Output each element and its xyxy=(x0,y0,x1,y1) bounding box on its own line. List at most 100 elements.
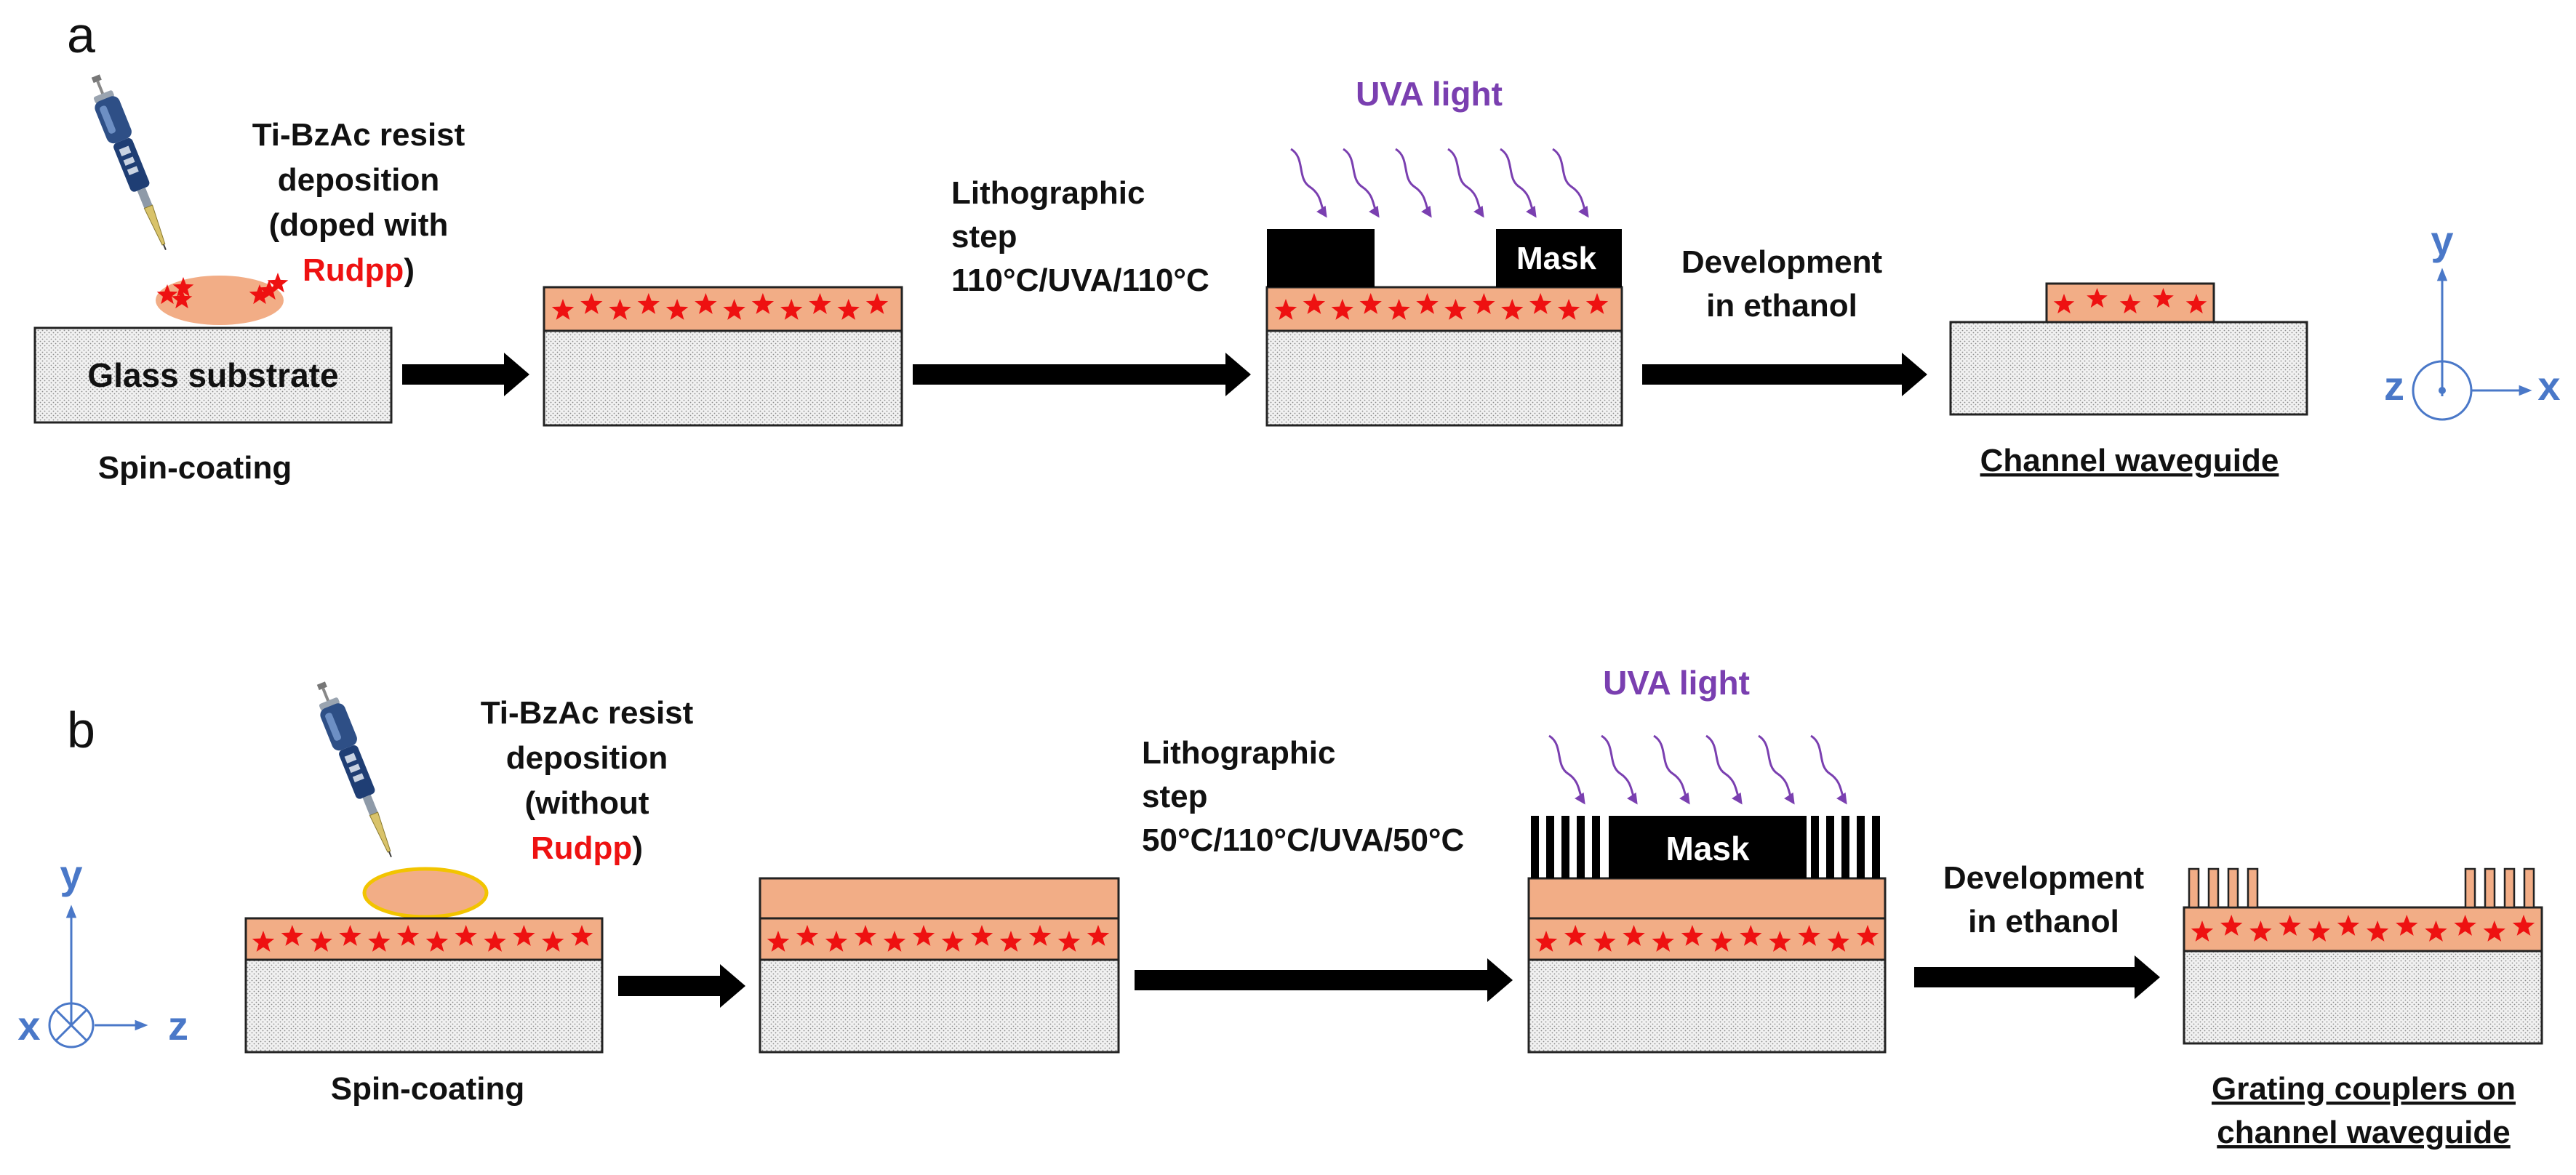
star-icon xyxy=(1444,299,1467,320)
dopant-label: Rudpp) xyxy=(531,830,643,866)
star-icon xyxy=(249,284,271,305)
dopant-stars xyxy=(252,925,593,952)
star-icon xyxy=(970,925,993,946)
mask-bar xyxy=(1841,816,1849,878)
litho-label-line3: 110°C/UVA/110°C xyxy=(951,262,1209,298)
mask-bar xyxy=(1826,816,1834,878)
photomask-right xyxy=(1496,229,1622,287)
axes-indicator: y x z xyxy=(17,851,188,1048)
star-icon xyxy=(1856,925,1879,946)
uva-ray-icon xyxy=(1290,148,1327,218)
star-icon xyxy=(1416,293,1439,314)
star-icon xyxy=(912,925,935,946)
panel-a-letter: a xyxy=(67,7,95,63)
star-icon xyxy=(665,299,689,320)
star-icon xyxy=(2396,915,2418,936)
deposition-label-line2: deposition xyxy=(506,740,668,776)
uva-ray-icon xyxy=(1705,734,1743,805)
dopant-stars xyxy=(2053,288,2207,314)
star-icon xyxy=(1028,925,1052,946)
star-icon xyxy=(883,931,906,952)
star-icon xyxy=(1557,299,1580,320)
star-icon xyxy=(1769,931,1791,952)
star-icon xyxy=(865,293,889,314)
grating-mask xyxy=(1531,816,1600,878)
star-icon xyxy=(2053,294,2075,314)
star-icon xyxy=(2087,288,2108,308)
star-icon xyxy=(570,925,593,946)
mask-bar xyxy=(1872,816,1880,878)
star-icon xyxy=(2119,294,2141,314)
star-icon xyxy=(780,299,803,320)
star-icon xyxy=(2366,921,2389,942)
grating-tooth xyxy=(2227,867,2239,909)
star-icon xyxy=(513,925,535,946)
litho-label-line1: Lithographic xyxy=(1142,735,1335,771)
star-icon xyxy=(854,925,877,946)
star-icon xyxy=(267,273,289,293)
process-arrow xyxy=(913,353,1251,396)
star-icon xyxy=(171,289,193,309)
development-label-line2: in ethanol xyxy=(1968,904,2119,939)
grating-tooth xyxy=(2247,867,2259,909)
star-icon xyxy=(2425,921,2447,942)
into-plane-icon xyxy=(48,1002,95,1048)
dopant-stars xyxy=(1535,925,1879,952)
uva-ray-icon xyxy=(1758,734,1795,805)
star-icon xyxy=(455,925,477,946)
litho-label-line3: 50°C/110°C/UVA/50°C xyxy=(1142,822,1464,858)
star-icon xyxy=(809,293,831,314)
axis-x-label: x xyxy=(2537,363,2560,409)
deposition-label-line3: (without xyxy=(524,785,649,821)
substrate xyxy=(1265,329,1623,427)
mask-bar xyxy=(1561,816,1569,878)
star-icon xyxy=(1388,299,1410,320)
star-icon xyxy=(1652,931,1674,952)
star-icon xyxy=(1681,925,1704,946)
star-icon xyxy=(837,299,860,320)
axis-x-label: x xyxy=(17,1003,40,1048)
star-icon xyxy=(1473,293,1495,314)
star-icon xyxy=(1087,925,1110,946)
uva-ray-icon xyxy=(1343,148,1380,218)
star-icon xyxy=(637,293,660,314)
star-icon xyxy=(1798,925,1820,946)
star-icon xyxy=(767,931,790,952)
process-arrow xyxy=(402,353,529,396)
process-arrow xyxy=(1642,353,1927,396)
grating-tooth xyxy=(2523,867,2535,909)
uva-rays xyxy=(1548,734,1847,805)
star-icon xyxy=(258,280,280,300)
uva-light-label: UVA light xyxy=(1356,75,1503,113)
star-icon xyxy=(1303,293,1326,314)
star-icon xyxy=(2191,921,2214,942)
star-icon xyxy=(723,299,745,320)
star-icon xyxy=(1331,299,1353,320)
substrate xyxy=(1949,321,2308,416)
deposition-label-line1: Ti-BzAc resist xyxy=(252,117,465,153)
uva-ray-icon xyxy=(1810,734,1847,805)
litho-label-line1: Lithographic xyxy=(951,175,1145,211)
development-label-line1: Development xyxy=(1943,860,2145,896)
doped-resist-layer xyxy=(2183,906,2543,953)
star-icon xyxy=(425,931,449,952)
substrate xyxy=(1527,958,1887,1054)
star-icon xyxy=(1585,293,1609,314)
star-icon xyxy=(1057,931,1081,952)
substrate xyxy=(2183,950,2543,1045)
uva-light-label: UVA light xyxy=(1603,664,1750,702)
uva-ray-icon xyxy=(1500,148,1537,218)
undoped-resist-layer xyxy=(759,877,1120,920)
dopant-stars xyxy=(767,925,1110,952)
star-icon xyxy=(999,931,1023,952)
star-icon xyxy=(2153,288,2174,308)
pipette-icon xyxy=(82,70,179,256)
deposition-label-line3: (doped with xyxy=(269,207,449,243)
star-icon xyxy=(2337,915,2360,936)
star-icon xyxy=(252,931,275,952)
star-icon xyxy=(156,284,178,305)
axes-indicator: y z x xyxy=(2384,217,2561,421)
droplet-stars xyxy=(156,273,289,309)
star-icon xyxy=(2185,294,2207,314)
